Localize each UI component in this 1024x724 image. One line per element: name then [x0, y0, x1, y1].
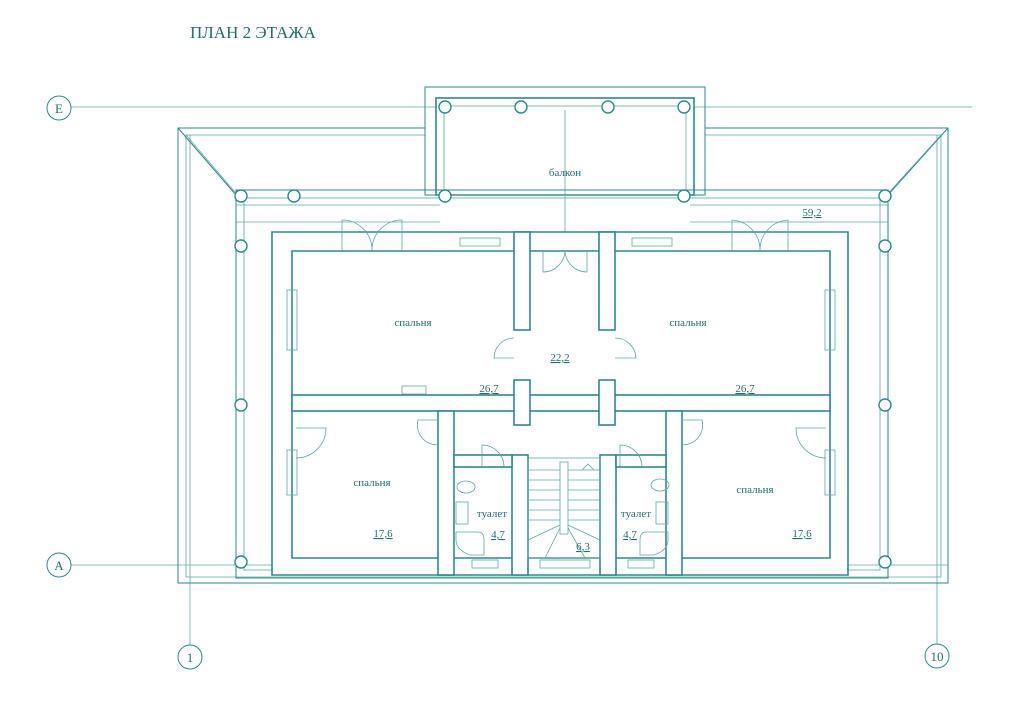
svg-text:Е: Е: [55, 101, 63, 116]
doors: [295, 219, 827, 468]
toilet-w-label: туалет: [477, 508, 507, 520]
bedroom-nw-label: спальня: [394, 317, 431, 329]
hall-area: 22,2: [550, 352, 569, 364]
columns: [234, 100, 892, 569]
toilet-e-area: 4,7: [623, 529, 637, 541]
balcony-label: балкон: [549, 167, 581, 179]
bedroom-sw-label: спальня: [353, 477, 390, 489]
exterior-walls: [271, 231, 849, 576]
windows: [286, 237, 836, 569]
bedroom-sw-area: 17,6: [373, 528, 393, 540]
axis-marker-10: 10: [924, 643, 950, 669]
roof-outline: [177, 127, 949, 584]
stair-area: 6,3: [576, 541, 590, 553]
toilet-fixtures: [455, 478, 670, 556]
balcony: [424, 86, 706, 240]
axis-marker-1: 1: [177, 644, 203, 670]
toilet-w-area: 4,7: [491, 529, 505, 541]
axis-marker-e: Е: [46, 95, 72, 121]
room-labels: балкон 59,2 спальня 26,7 спальня 26,7 22…: [353, 167, 821, 553]
svg-text:10: 10: [931, 649, 944, 664]
bedroom-ne-area: 26,7: [735, 383, 755, 395]
plan-title: ПЛАН 2 ЭТАЖА: [190, 23, 317, 42]
terrace: [235, 189, 889, 579]
axis-marker-a: А: [46, 552, 72, 578]
staircase: [527, 457, 601, 559]
bedroom-se-label: спальня: [736, 484, 773, 496]
bedroom-nw-area: 26,7: [479, 383, 499, 395]
svg-text:1: 1: [187, 650, 194, 665]
svg-text:А: А: [54, 558, 64, 573]
bedroom-ne-label: спальня: [669, 317, 706, 329]
terrace-area: 59,2: [802, 207, 821, 219]
bedroom-se-area: 17,6: [792, 528, 812, 540]
toilet-e-label: туалет: [621, 508, 651, 520]
